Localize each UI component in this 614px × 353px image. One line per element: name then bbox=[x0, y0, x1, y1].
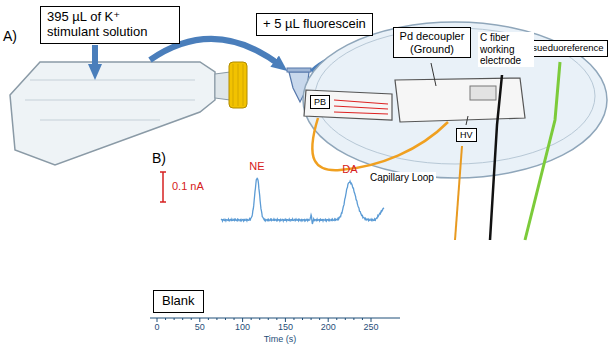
tick-label: 0 bbox=[154, 322, 159, 332]
microchip bbox=[395, 78, 525, 122]
box-text: Blank bbox=[162, 294, 195, 309]
pour-arrow bbox=[92, 45, 98, 72]
peak-label: NE bbox=[249, 160, 264, 173]
channels bbox=[334, 100, 388, 114]
axis-title: Time (s) bbox=[264, 334, 297, 344]
condition-box: Blank bbox=[153, 290, 204, 313]
signal-trace bbox=[221, 178, 384, 224]
microchip bbox=[304, 90, 392, 120]
part-label-box: PB bbox=[310, 95, 330, 109]
part-label: C fiber working electrode bbox=[478, 32, 534, 67]
peak-label: DA bbox=[342, 163, 357, 176]
box-text: + 5 µL fluorescein bbox=[263, 17, 366, 32]
leader-line bbox=[466, 116, 468, 125]
text-box: + 5 µL fluorescein bbox=[256, 13, 373, 36]
tube-cap bbox=[287, 68, 311, 72]
tick-label: 200 bbox=[321, 322, 336, 332]
box-text: 395 µL of K⁺ stimulant solution bbox=[47, 10, 173, 40]
tick-label: 100 bbox=[235, 322, 250, 332]
scale-bar bbox=[162, 172, 164, 202]
box-text: Psueduoreference bbox=[526, 43, 604, 54]
tick-label: 50 bbox=[195, 322, 205, 332]
petri-dish bbox=[303, 22, 607, 178]
box-text: HV bbox=[460, 130, 473, 140]
tick-label: 150 bbox=[278, 322, 293, 332]
reservoir bbox=[470, 86, 496, 100]
scale-bar bbox=[160, 201, 166, 203]
scale-bar bbox=[160, 171, 166, 173]
box-text: PB bbox=[314, 97, 326, 107]
electrode-wire bbox=[490, 75, 502, 240]
tick-label: 250 bbox=[363, 322, 378, 332]
leader-line bbox=[431, 63, 436, 86]
part-label: Capillary Loop bbox=[368, 172, 436, 184]
text-box: 395 µL of K⁺ stimulant solution bbox=[40, 6, 180, 44]
hv-wire bbox=[455, 146, 462, 240]
culture-flask bbox=[10, 62, 247, 165]
part-label-box: Pd decoupler (Ground) bbox=[393, 27, 471, 58]
panel-letter: B) bbox=[152, 150, 166, 166]
part-label-box: Psueduoreference bbox=[522, 40, 608, 57]
axis-ticks bbox=[157, 318, 371, 322]
reference-wire bbox=[525, 62, 560, 240]
panel-letter: A) bbox=[3, 28, 17, 44]
part-label-box: HV bbox=[456, 128, 477, 142]
box-text: Pd decoupler (Ground) bbox=[398, 30, 466, 55]
capillary-loop bbox=[312, 118, 448, 170]
scale-label: 0.1 nA bbox=[172, 180, 204, 193]
